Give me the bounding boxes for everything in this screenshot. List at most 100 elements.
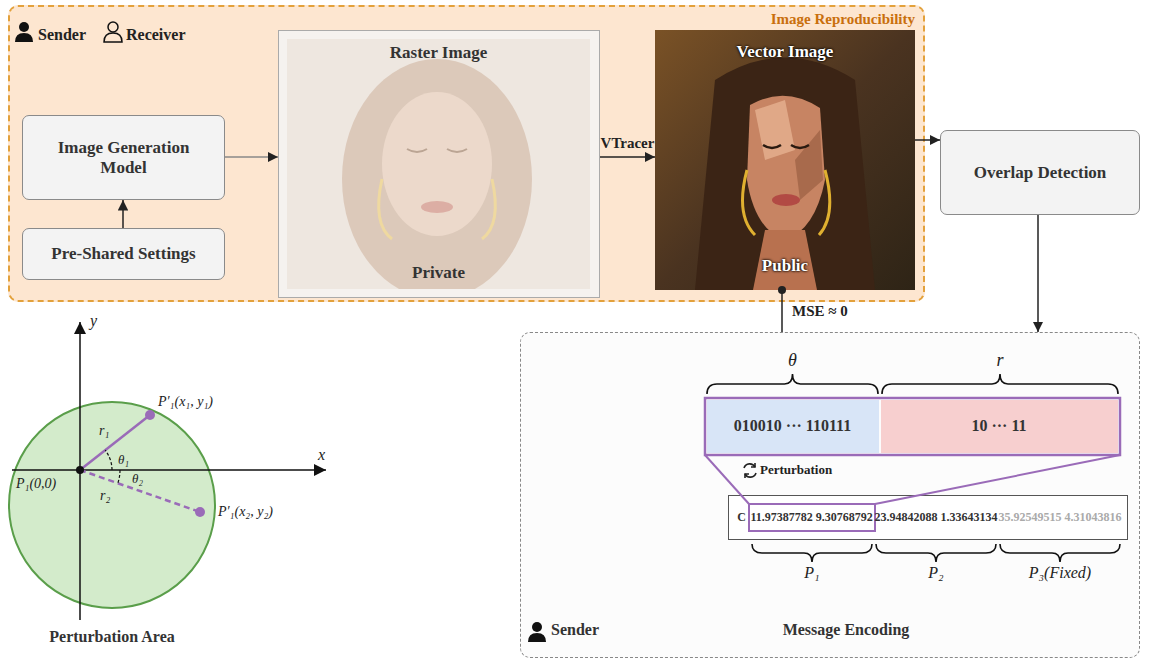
vector-image: Vector ImagePublic — [655, 30, 915, 290]
arrow-connector — [1037, 215, 1039, 332]
person-icon-part — [532, 622, 542, 632]
refresh-icon-part — [745, 473, 756, 477]
annotation-label: P₁ — [804, 564, 819, 582]
annotation-label: P₃(Fixed) — [1029, 564, 1091, 582]
arrow-connector — [915, 139, 940, 141]
person-icon — [15, 22, 546, 642]
encoding-region: SenderMessage Encoding010010 ··· 1101111… — [520, 332, 1140, 658]
raster-illustration-part — [342, 59, 532, 289]
raster-illustration — [287, 39, 590, 289]
curly-bracket-part — [1000, 544, 1120, 562]
annotation-label: x — [318, 446, 325, 464]
raster-image: Raster ImagePrivate — [278, 30, 600, 298]
vector-illustration-part — [695, 58, 875, 291]
node-text: 35.92549515 4.31043816 — [999, 496, 1119, 538]
annotation-label: θ — [788, 350, 797, 371]
process-box: Overlap Detection — [940, 130, 1140, 215]
edge-label: MSE ≈ 0 — [792, 303, 848, 320]
refresh-icon-part — [745, 474, 749, 478]
path-coordinates: C11.97387782 9.3076879223.94842088 1.336… — [728, 495, 1128, 540]
edge-label: VTracer — [601, 135, 655, 152]
annotation-label: θ₂ — [132, 471, 143, 487]
curly-bracket-part — [752, 544, 872, 562]
vector-illustration-part — [795, 130, 823, 200]
node-text: Vector Image — [655, 42, 915, 62]
annotation-label: r₁ — [99, 423, 109, 439]
arrow-connector — [781, 290, 783, 332]
coordinate-axes-part — [118, 470, 120, 483]
node-text: 10 ··· 11 — [881, 400, 1118, 453]
bit-outline-part — [749, 504, 875, 531]
curly-bracket-part — [707, 374, 878, 394]
coordinate-axes-part — [80, 470, 200, 512]
coordinate-axes-part — [80, 415, 150, 470]
node-text: 23.94842088 1.33643134 — [875, 496, 995, 538]
coordinate-axes-part — [12, 469, 326, 471]
curly-bracket — [707, 374, 1120, 562]
annotation-label: P′₁(x₁, y₁) — [158, 394, 213, 410]
vector-illustration-part — [743, 170, 830, 235]
raster-illustration-part — [421, 201, 453, 213]
coordinate-axes — [12, 322, 326, 620]
coordinate-axes-part — [195, 507, 205, 517]
vector-illustration-part — [755, 100, 795, 160]
node-text: Image Generation Model — [23, 116, 224, 199]
annotation-label: Sender — [38, 26, 86, 44]
vector-illustration-part — [747, 96, 825, 240]
coordinate-axes-part — [145, 410, 155, 420]
coordinate-axes-part — [105, 450, 112, 470]
vector-illustration-part — [655, 30, 915, 290]
person-icon-part — [15, 33, 33, 42]
node-text: 010010 ··· 110111 — [707, 400, 879, 453]
process-box: Pre-Shared Settings — [22, 228, 225, 280]
curly-bracket-part — [876, 544, 996, 562]
vector-illustration — [655, 30, 915, 290]
annotation-label: Receiver — [126, 26, 186, 44]
annotation-label: r₂ — [100, 488, 110, 504]
annotation-label: P₂ — [928, 564, 943, 582]
radius-bits: 10 ··· 11 — [881, 400, 1118, 453]
bit-outline-part — [705, 455, 749, 504]
refresh-icon — [744, 463, 756, 478]
reproducibility-region: Image ReproducibilityImage Generation Mo… — [8, 5, 925, 302]
node-text: Private — [279, 263, 598, 283]
annotation-label: Perturbation — [760, 462, 832, 478]
annotation-label: θ₁ — [118, 452, 129, 468]
bit-outline-part — [705, 398, 1120, 455]
bit-outline-part — [875, 455, 1120, 504]
arrow-connector — [122, 200, 124, 228]
annotation-label: P′₁(x₂, y₂) — [218, 504, 273, 520]
person-icon-part — [108, 22, 118, 32]
node-text: 11.97387782 9.30768792 — [751, 496, 871, 538]
raster-illustration-part — [382, 92, 492, 236]
perturbation-circle — [7, 400, 217, 610]
annotation-label: P₁(0,0) — [16, 476, 56, 492]
person-icon-part — [528, 633, 546, 642]
node-text: Message Encoding — [721, 621, 971, 639]
refresh-icon-part — [744, 464, 755, 468]
perturbation-circle-part — [9, 402, 215, 608]
node-text: Public — [655, 256, 915, 276]
raster-illustration-part — [407, 149, 467, 152]
vector-illustration-part — [763, 145, 809, 148]
theta-bits: 010010 ··· 110111 — [707, 400, 879, 453]
coordinate-axes-part — [76, 466, 84, 474]
arrow-connector — [600, 156, 655, 158]
person-icon-part — [19, 22, 29, 32]
annotation-label: y — [90, 312, 97, 330]
arrow-connector — [225, 156, 278, 158]
node-text: Overlap Detection — [941, 131, 1139, 214]
person-icon-part — [104, 33, 122, 42]
raster-illustration-part — [379, 179, 496, 239]
connector-dot — [778, 286, 786, 294]
vector-illustration-part — [772, 194, 800, 206]
node-text: C — [735, 496, 749, 538]
curly-bracket-part — [882, 374, 1118, 394]
node-text: Perturbation Area — [7, 628, 217, 646]
node-text: Sender — [551, 621, 599, 639]
node-text: Image Reproducibility — [715, 11, 915, 28]
node-text: Raster Image — [279, 43, 598, 63]
